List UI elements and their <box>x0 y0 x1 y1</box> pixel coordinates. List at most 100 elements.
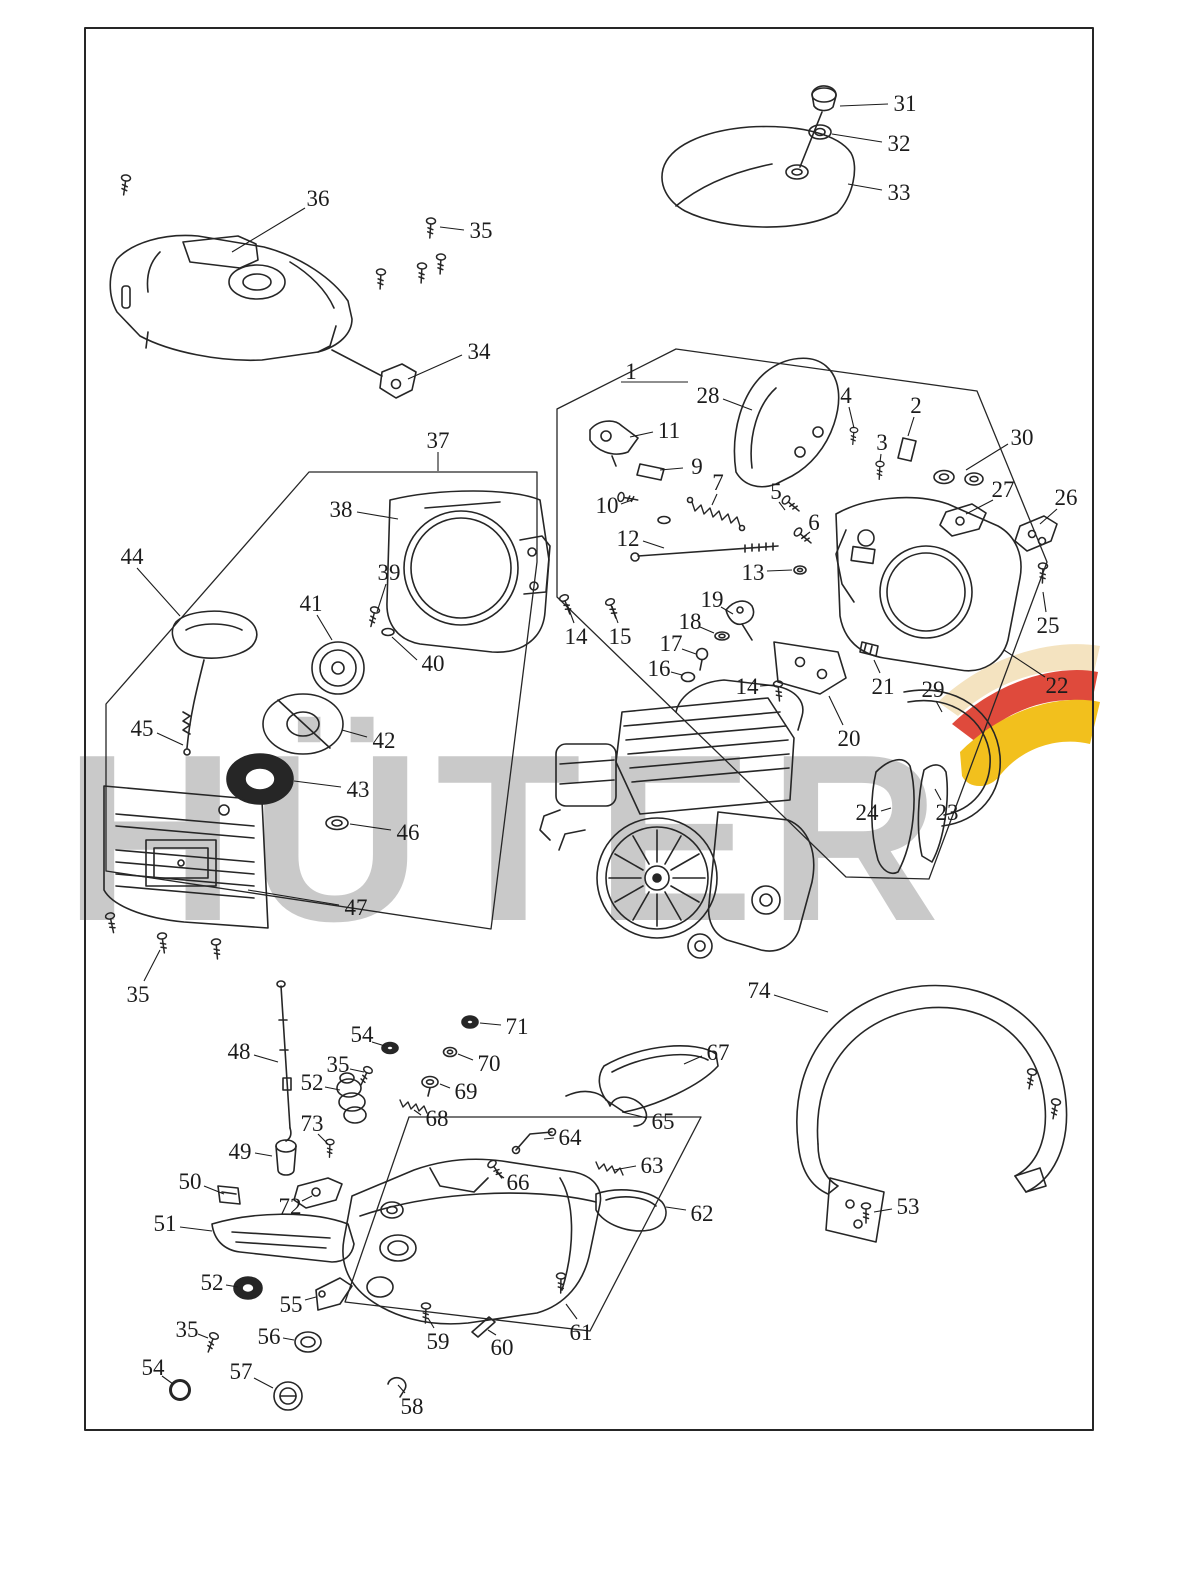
part-label-4: 4 <box>840 383 852 408</box>
bolt-part-10 <box>616 491 640 506</box>
part-label-57: 57 <box>230 1359 253 1384</box>
part-label-33: 33 <box>888 180 911 205</box>
screw-part-35-bottom <box>203 1330 221 1355</box>
part-label-71: 71 <box>506 1014 529 1039</box>
leader-line-20 <box>828 695 844 726</box>
part-label-36: 36 <box>307 186 330 211</box>
leader-line-36 <box>231 207 306 253</box>
lever-part-19 <box>725 600 755 641</box>
leader-line-28 <box>722 398 753 411</box>
throttle-rod-part-64 <box>511 1127 557 1155</box>
leader-line-12 <box>642 540 665 549</box>
leader-line-35 <box>439 226 465 231</box>
guard-strip-part-23 <box>917 764 949 863</box>
washer-part-70 <box>442 1046 458 1058</box>
leader-line-23 <box>934 788 942 801</box>
leader-line-27 <box>965 499 994 515</box>
part-label-58: 58 <box>401 1394 424 1419</box>
leader-line-22 <box>1003 649 1046 678</box>
starter-group <box>103 490 551 961</box>
part-label-66: 66 <box>507 1170 530 1195</box>
leader-line-48 <box>253 1054 279 1063</box>
bolt-part-17 <box>695 647 709 671</box>
leader-line-7 <box>711 493 718 506</box>
leader-line-52 <box>324 1086 341 1091</box>
part-label-2: 2 <box>910 393 922 418</box>
leader-line-54 <box>371 1041 386 1047</box>
part-label-13: 13 <box>742 560 765 585</box>
part-label-31: 31 <box>894 91 917 116</box>
part-label-44: 44 <box>121 544 145 569</box>
leader-line-34 <box>407 354 463 380</box>
rope-pulley-part-41 <box>311 641 365 695</box>
part-label-32: 32 <box>888 131 911 156</box>
tank-body-part <box>342 1158 602 1325</box>
part-label-7: 7 <box>712 470 724 495</box>
ring-part-16 <box>680 671 696 683</box>
part-label-74: 74 <box>748 978 772 1003</box>
cover-strip-part-67 <box>598 1045 719 1113</box>
part-label-52: 52 <box>201 1270 224 1295</box>
leader-line-61 <box>565 1303 578 1320</box>
leader-line-16 <box>670 671 683 676</box>
cover-screws <box>118 173 447 291</box>
oring-part-54b <box>169 1379 191 1401</box>
leader-line-38 <box>356 511 399 520</box>
part-label-17: 17 <box>660 631 683 656</box>
leader-line-21 <box>873 659 881 674</box>
leader-line-17 <box>681 648 697 655</box>
part-label-10: 10 <box>596 493 619 518</box>
plate-part-27 <box>939 503 987 537</box>
part-label-42: 42 <box>373 728 396 753</box>
brake-band-part-29 <box>903 689 1001 827</box>
leader-line-4 <box>848 406 855 429</box>
part-label-35: 35 <box>127 982 150 1007</box>
pin-part-2 <box>897 437 917 462</box>
part-label-16: 16 <box>648 656 671 681</box>
leader-line-25 <box>1042 591 1047 613</box>
grommet-part-46 <box>325 815 349 831</box>
part-label-59: 59 <box>427 1329 450 1354</box>
leader-line-9 <box>659 467 684 471</box>
starter-rope-part-45 <box>182 659 205 756</box>
leader-line-42 <box>341 729 368 738</box>
block-part-50 <box>217 1185 241 1205</box>
part-label-14: 14 <box>736 674 760 699</box>
brand-logo-swoosh <box>938 644 1100 787</box>
top-cover-part <box>109 234 353 362</box>
leader-line-35 <box>197 1333 209 1339</box>
part-label-43: 43 <box>347 777 370 802</box>
logo-cream-band <box>938 644 1100 716</box>
leader-line-43 <box>293 780 342 788</box>
front-guard-part-51 <box>211 1213 355 1263</box>
part-label-29: 29 <box>922 677 945 702</box>
leader-line-32 <box>831 133 883 143</box>
ring-part-43 <box>226 753 294 805</box>
plate-part-72 <box>293 1177 343 1209</box>
leader-line-39 <box>376 583 387 613</box>
leader-line-13 <box>766 569 793 572</box>
leader-line-29 <box>935 700 943 713</box>
part-label-11: 11 <box>658 418 680 443</box>
leader-line-6 <box>801 531 811 539</box>
primer-part-49 <box>275 1139 297 1176</box>
leader-line-53 <box>873 1208 893 1213</box>
handlebar-part-74 <box>796 984 1068 1243</box>
washers-part-30 <box>933 469 984 486</box>
leader-line-26 <box>1039 508 1058 525</box>
washer-part-69 <box>421 1075 439 1097</box>
washer-part-8 <box>657 515 671 525</box>
diagram-border <box>84 27 1094 1431</box>
part-label-64: 64 <box>559 1125 583 1150</box>
leader-line-52 <box>225 1284 239 1288</box>
part-label-27: 27 <box>992 477 1015 502</box>
part-label-5: 5 <box>770 479 782 504</box>
part-label-53: 53 <box>897 1194 920 1219</box>
leader-line-47 <box>247 889 340 906</box>
engine-part <box>539 679 815 959</box>
tank-group <box>169 980 719 1411</box>
screw-part-73 <box>324 1138 335 1159</box>
bolt-part-3 <box>874 460 885 481</box>
leader-line-57 <box>253 1377 274 1389</box>
